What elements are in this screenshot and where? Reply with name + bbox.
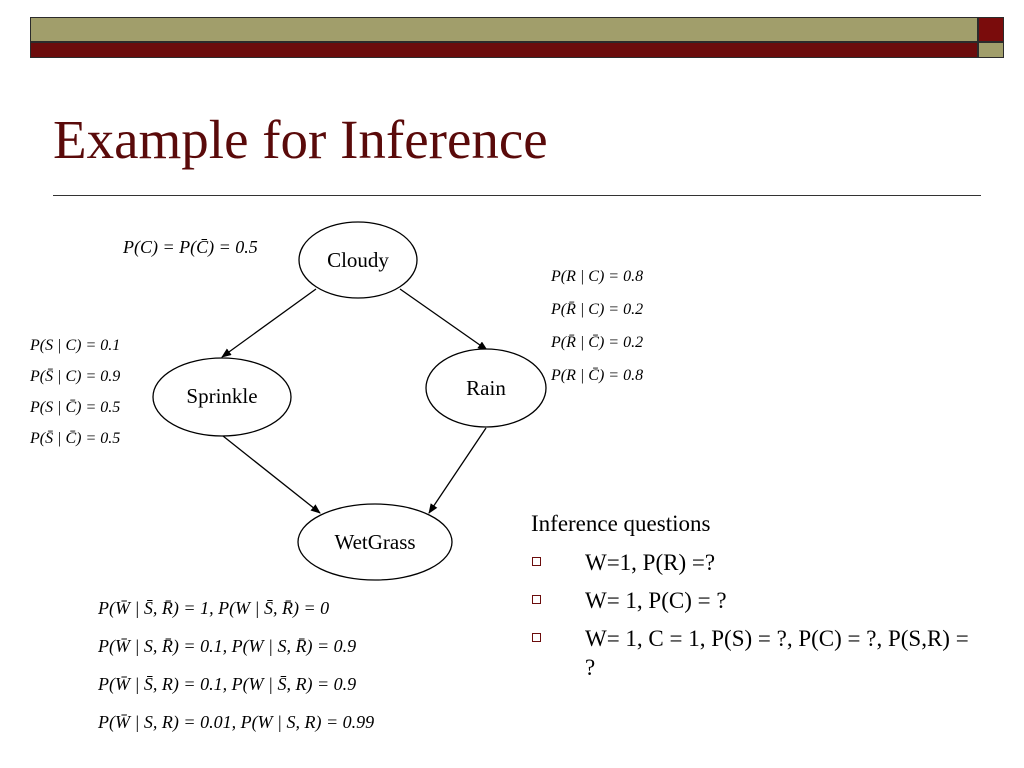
question-item: W= 1, C = 1, P(S) = ?, P(C) = ?, P(S,R) … bbox=[531, 624, 971, 682]
node-rain-label: Rain bbox=[466, 376, 506, 400]
sprinkle-cpt-row: P(S | C) = 0.1 bbox=[30, 337, 121, 354]
question-item: W= 1, P(C) = ? bbox=[531, 586, 971, 615]
square-bullet-icon bbox=[532, 557, 541, 566]
node-wetgrass[interactable]: WetGrass bbox=[297, 503, 453, 581]
wetgrass-cpt: P(W̄ | S̄, R̄) = 1, P(W | S̄, R̄) = 0 P(… bbox=[98, 599, 374, 751]
questions-list: W=1, P(R) =? W= 1, P(C) = ? W= 1, C = 1,… bbox=[531, 548, 971, 691]
edge-rain-wetgrass bbox=[428, 427, 487, 514]
node-sprinkle[interactable]: Sprinkle bbox=[152, 357, 292, 437]
square-bullet-icon bbox=[532, 633, 541, 642]
sprinkle-cpt-row: P(S | C̄) = 0.5 bbox=[30, 399, 121, 416]
wetgrass-cpt-row: P(W̄ | S̄, R) = 0.1, P(W | S̄, R) = 0.9 bbox=[98, 674, 357, 694]
header-band-maroon bbox=[30, 42, 978, 58]
edge-cloudy-rain bbox=[399, 288, 488, 351]
rain-cpt-row: P(R̄ | C) = 0.2 bbox=[551, 301, 644, 318]
node-cloudy-label: Cloudy bbox=[327, 248, 389, 272]
question-item: W=1, P(R) =? bbox=[531, 548, 971, 577]
square-bullet-icon bbox=[532, 595, 541, 604]
question-text: W=1, P(R) =? bbox=[585, 550, 716, 575]
title-divider bbox=[53, 195, 981, 196]
node-cloudy[interactable]: Cloudy bbox=[298, 221, 418, 299]
cloudy-prior-formula: P(C) = P(C̄) = 0.5 bbox=[123, 237, 258, 257]
question-text: W= 1, P(C) = ? bbox=[585, 588, 727, 613]
rain-cpt-row: P(R | C) = 0.8 bbox=[551, 268, 644, 285]
wetgrass-cpt-row: P(W̄ | S, R) = 0.01, P(W | S, R) = 0.99 bbox=[98, 712, 375, 732]
header-corner-maroon bbox=[978, 17, 1004, 42]
question-text: W= 1, C = 1, P(S) = ?, P(C) = ?, P(S,R) … bbox=[585, 626, 969, 680]
edge-sprinkle-wetgrass bbox=[222, 435, 321, 514]
slide-title: Example for Inference bbox=[53, 109, 548, 170]
wetgrass-cpt-row: P(W̄ | S, R̄) = 0.1, P(W | S, R̄) = 0.9 bbox=[98, 636, 357, 656]
rain-cpt: P(R | C) = 0.8 P(R̄ | C) = 0.2 P(R̄ | C̄… bbox=[551, 269, 643, 401]
node-sprinkle-label: Sprinkle bbox=[186, 384, 257, 408]
edge-cloudy-sprinkle bbox=[221, 288, 317, 358]
sprinkle-cpt-row: P(S̄ | C) = 0.9 bbox=[30, 368, 121, 385]
header-corner-olive bbox=[978, 42, 1004, 58]
wetgrass-cpt-row: P(W̄ | S̄, R̄) = 1, P(W | S̄, R̄) = 0 bbox=[98, 598, 330, 618]
node-rain[interactable]: Rain bbox=[425, 348, 547, 428]
node-wetgrass-label: WetGrass bbox=[334, 530, 415, 554]
header-band-olive bbox=[30, 17, 978, 42]
rain-cpt-row: P(R̄ | C̄) = 0.2 bbox=[551, 334, 644, 351]
sprinkle-cpt-row: P(S̄ | C̄) = 0.5 bbox=[30, 430, 121, 447]
sprinkle-cpt: P(S | C) = 0.1 P(S̄ | C) = 0.9 P(S | C̄)… bbox=[30, 338, 120, 462]
questions-heading: Inference questions bbox=[531, 511, 711, 536]
rain-cpt-row: P(R | C̄) = 0.8 bbox=[551, 367, 644, 384]
